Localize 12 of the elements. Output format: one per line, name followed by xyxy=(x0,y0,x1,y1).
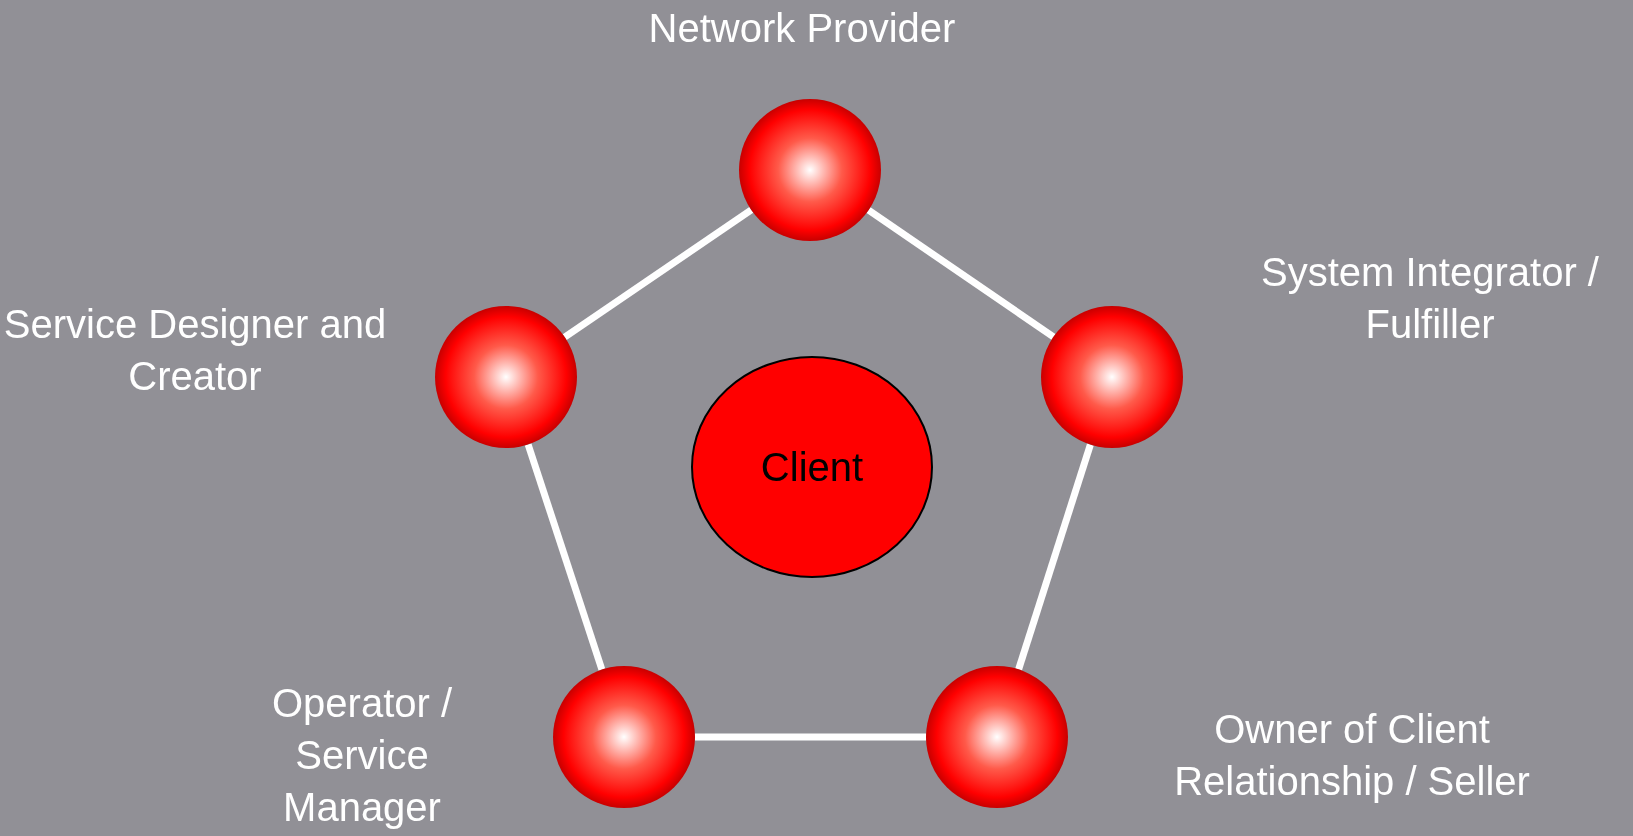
node-label: Service Designer and Creator xyxy=(2,301,388,400)
node-label: Operator / Service Manager xyxy=(270,680,454,831)
connector-line xyxy=(524,443,606,671)
connector-line xyxy=(562,207,754,340)
node-label: System Integrator / Fulfiller xyxy=(1260,249,1600,348)
connector-line xyxy=(695,733,926,741)
connector-line xyxy=(866,207,1056,340)
node-label: Client xyxy=(760,444,864,490)
node-label: Network Provider xyxy=(647,5,957,52)
node-label: Owner of Client Relationship / Seller xyxy=(1173,706,1531,805)
ellipse-node xyxy=(691,356,933,578)
connector-line xyxy=(1015,443,1094,671)
